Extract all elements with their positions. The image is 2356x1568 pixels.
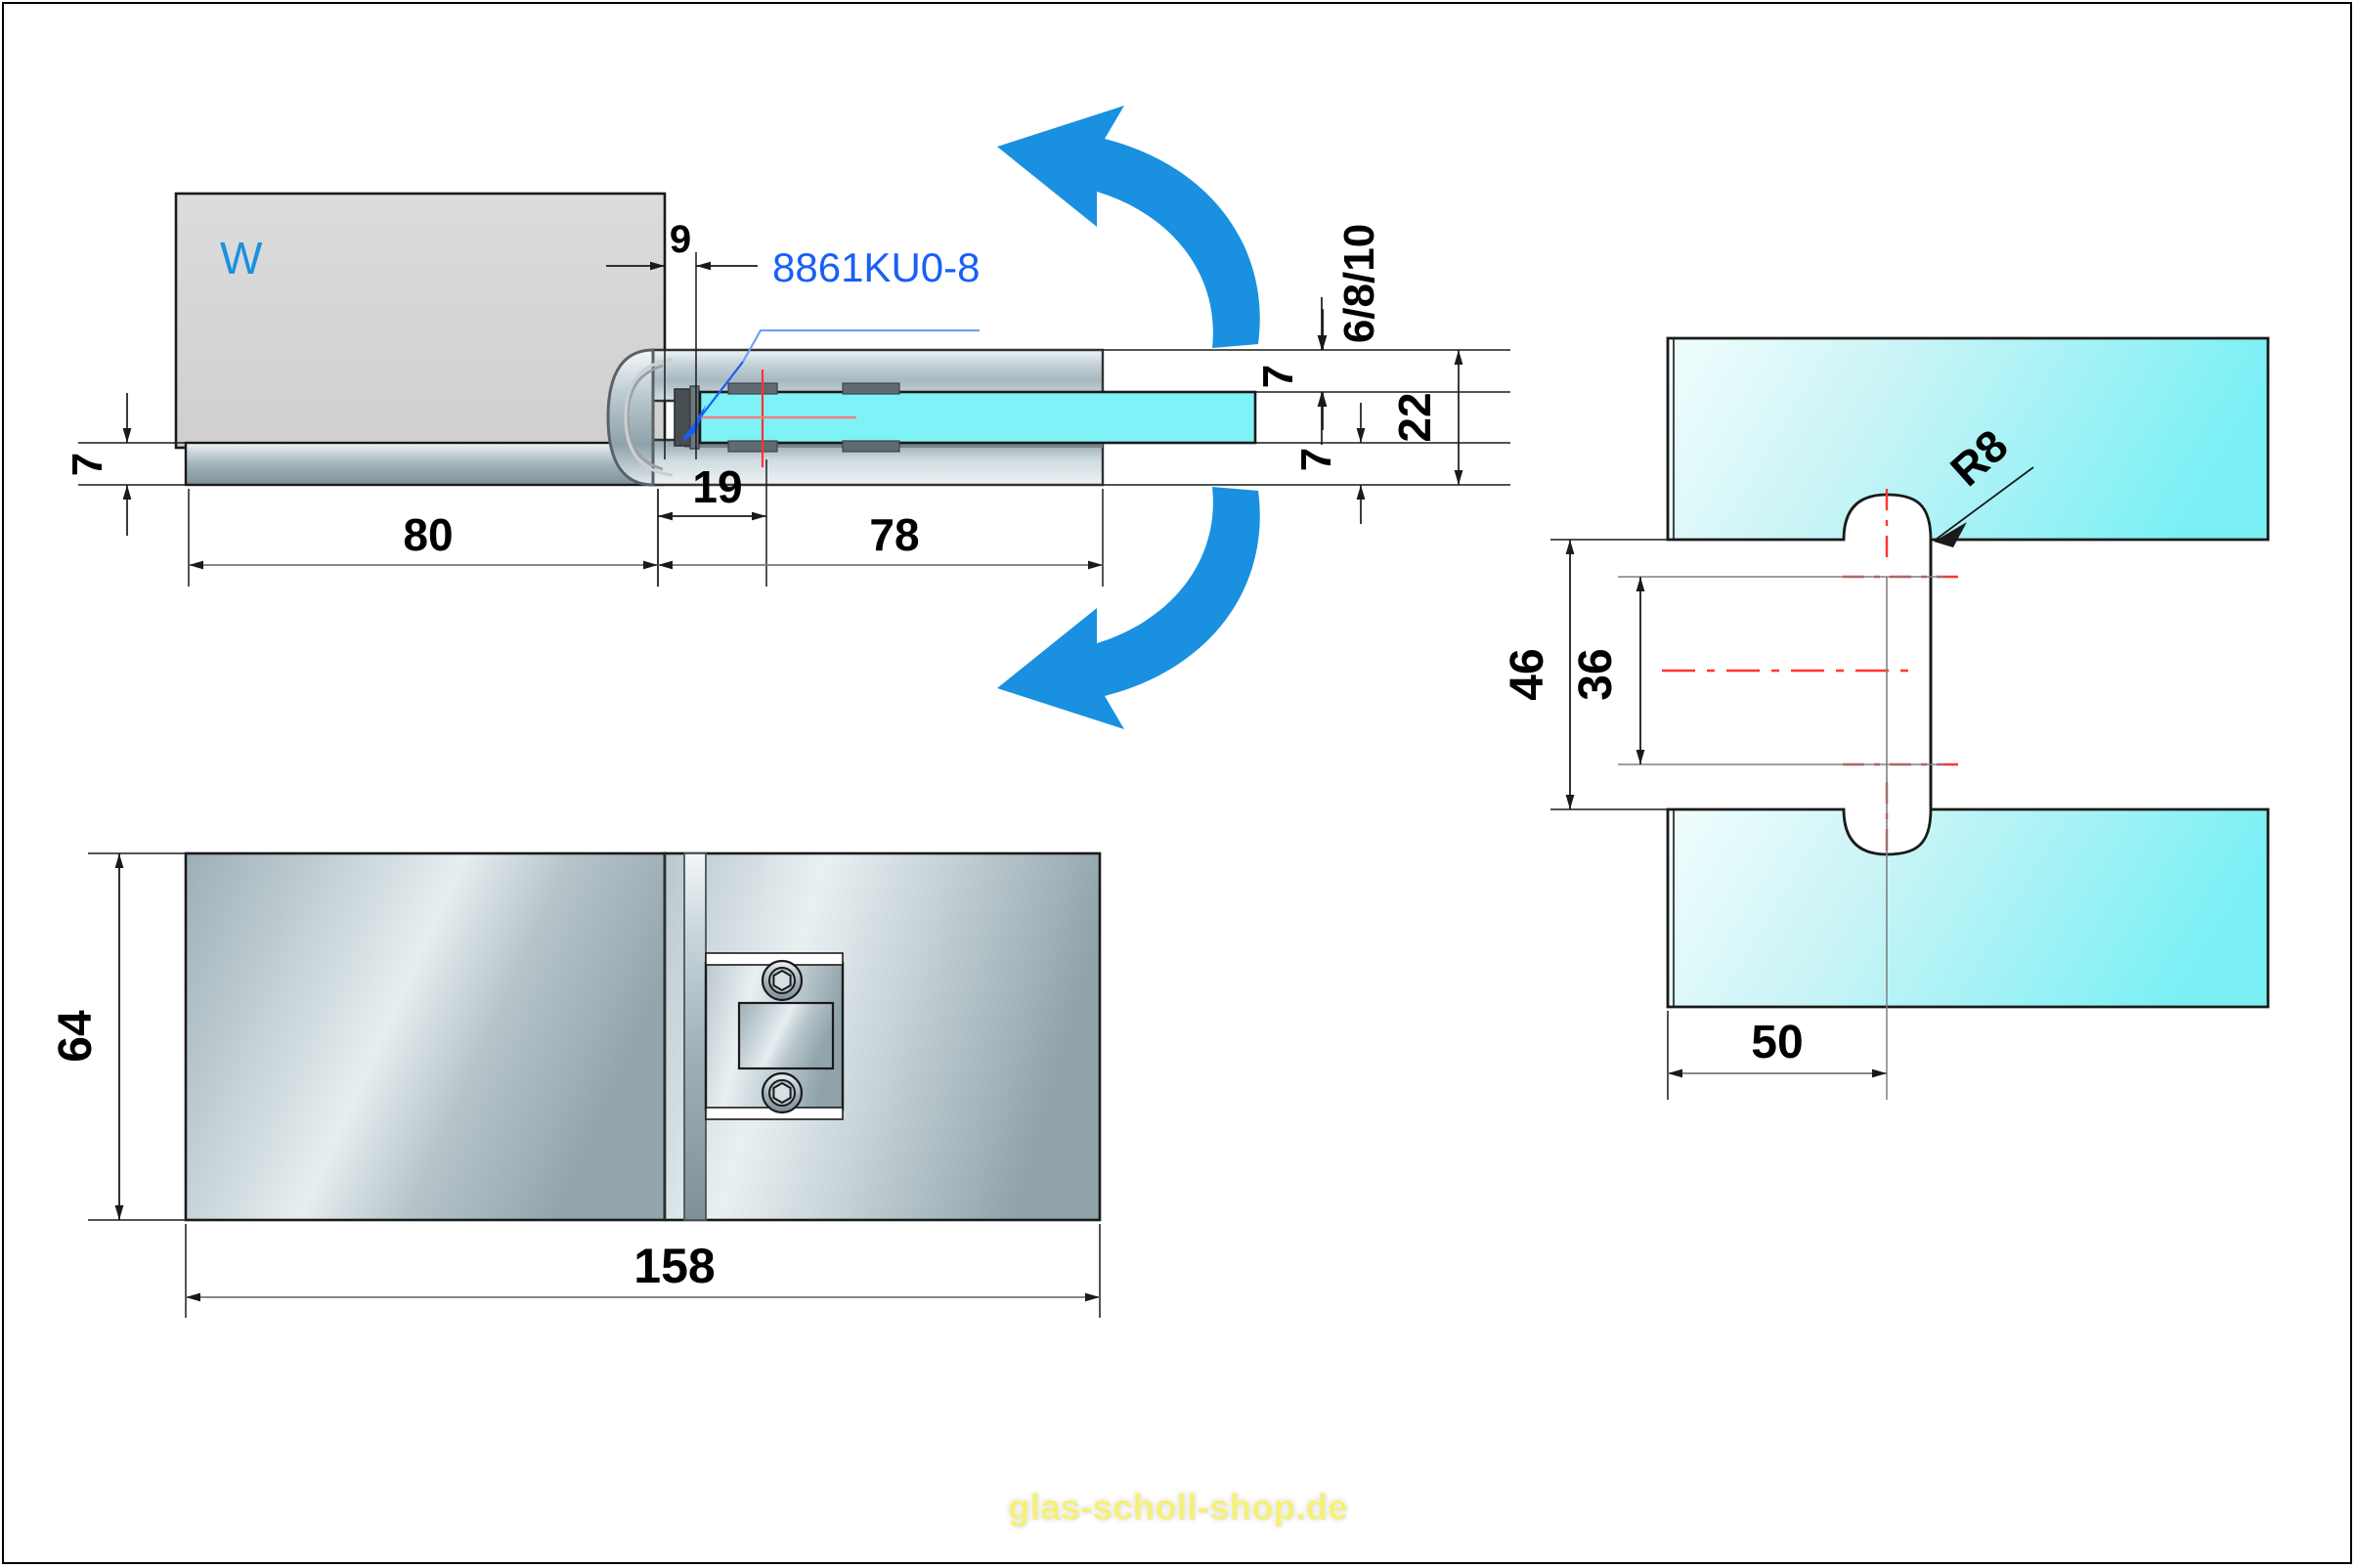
screw-top xyxy=(761,959,804,1002)
hinge-knuckle xyxy=(606,348,655,487)
elev-inner-plate xyxy=(737,1001,835,1070)
dim-7-top-label: 7 xyxy=(1254,365,1302,388)
clamp-notch-top-2 xyxy=(842,382,900,395)
dim-7-left-group: 7 xyxy=(64,393,200,536)
dim-36-label: 36 xyxy=(1570,648,1622,700)
dim-46-group: 46 xyxy=(1502,539,1674,810)
clamp-notch-bot xyxy=(727,440,778,453)
dim-7-top-group: 7 xyxy=(1254,309,1328,430)
dim-64-group: 64 xyxy=(50,852,196,1221)
swing-arrow-up xyxy=(997,106,1260,348)
dim-64-label: 64 xyxy=(50,1010,102,1063)
dim-158-group: 158 xyxy=(185,1224,1101,1318)
r8-arrowhead xyxy=(1934,522,1967,547)
elevation-bottom-view: 64 158 xyxy=(50,851,1102,1318)
dim-78-label: 78 xyxy=(869,509,919,560)
hinge-knuckle-arc-outer xyxy=(624,358,674,477)
dim-36-group: 36 xyxy=(1570,576,1945,765)
pivot-gasket-2 xyxy=(689,385,700,450)
callout-arrowhead xyxy=(682,405,706,442)
dim-50-group: 50 xyxy=(1667,987,1888,1100)
clamp-notch-bot-2 xyxy=(842,440,900,453)
r8-leader xyxy=(1935,466,2034,541)
clamp-notch-top xyxy=(727,382,778,395)
glass-cutout-view: R8 46 36 50 xyxy=(1502,336,2270,1100)
screw-bottom xyxy=(761,1071,804,1114)
hinge-knuckle-outline xyxy=(626,364,664,471)
part-callout-label: 8861KU0-8 xyxy=(772,244,980,290)
wall-plate xyxy=(184,441,664,487)
dim-6-8-10-group: 6/8/10 xyxy=(1317,224,1383,445)
dim-9-label: 9 xyxy=(670,218,691,261)
dim-7-bot-label: 7 xyxy=(1292,448,1340,471)
dim-158-label: 158 xyxy=(633,1239,715,1293)
dim-9-group: 9 xyxy=(606,194,758,459)
dim-46-label: 46 xyxy=(1502,648,1553,700)
dim-22-group: 22 xyxy=(1389,350,1463,485)
dim-19-label: 19 xyxy=(692,461,742,512)
elev-plate-left xyxy=(184,851,667,1222)
watermark: glas-scholl-shop.de xyxy=(1008,1487,1348,1527)
dim-80-group: 80 xyxy=(188,489,659,587)
dim-50-label: 50 xyxy=(1751,1017,1803,1068)
swing-arrow-down xyxy=(997,487,1260,729)
dim-19-group: 19 xyxy=(657,459,767,587)
wall-label: W xyxy=(220,233,263,283)
elev-knuckle-column xyxy=(683,852,707,1221)
dim-6-8-10-label: 6/8/10 xyxy=(1335,224,1383,343)
hex-socket-top xyxy=(772,969,792,992)
wall-block xyxy=(174,192,667,450)
dim-80-label: 80 xyxy=(403,509,453,560)
hex-socket-bottom xyxy=(772,1081,792,1105)
dim-7-left-label: 7 xyxy=(64,453,111,476)
section-top-view: 9 8861KU0-8 W 7 80 xyxy=(64,106,1510,729)
dim-22-label: 22 xyxy=(1389,392,1440,442)
glass-lower-shape xyxy=(1666,807,2270,1009)
callout-leader-line xyxy=(742,328,980,363)
dim-78-group: 78 xyxy=(658,489,1104,587)
dim-7-bot-group: 7 xyxy=(1292,403,1366,524)
